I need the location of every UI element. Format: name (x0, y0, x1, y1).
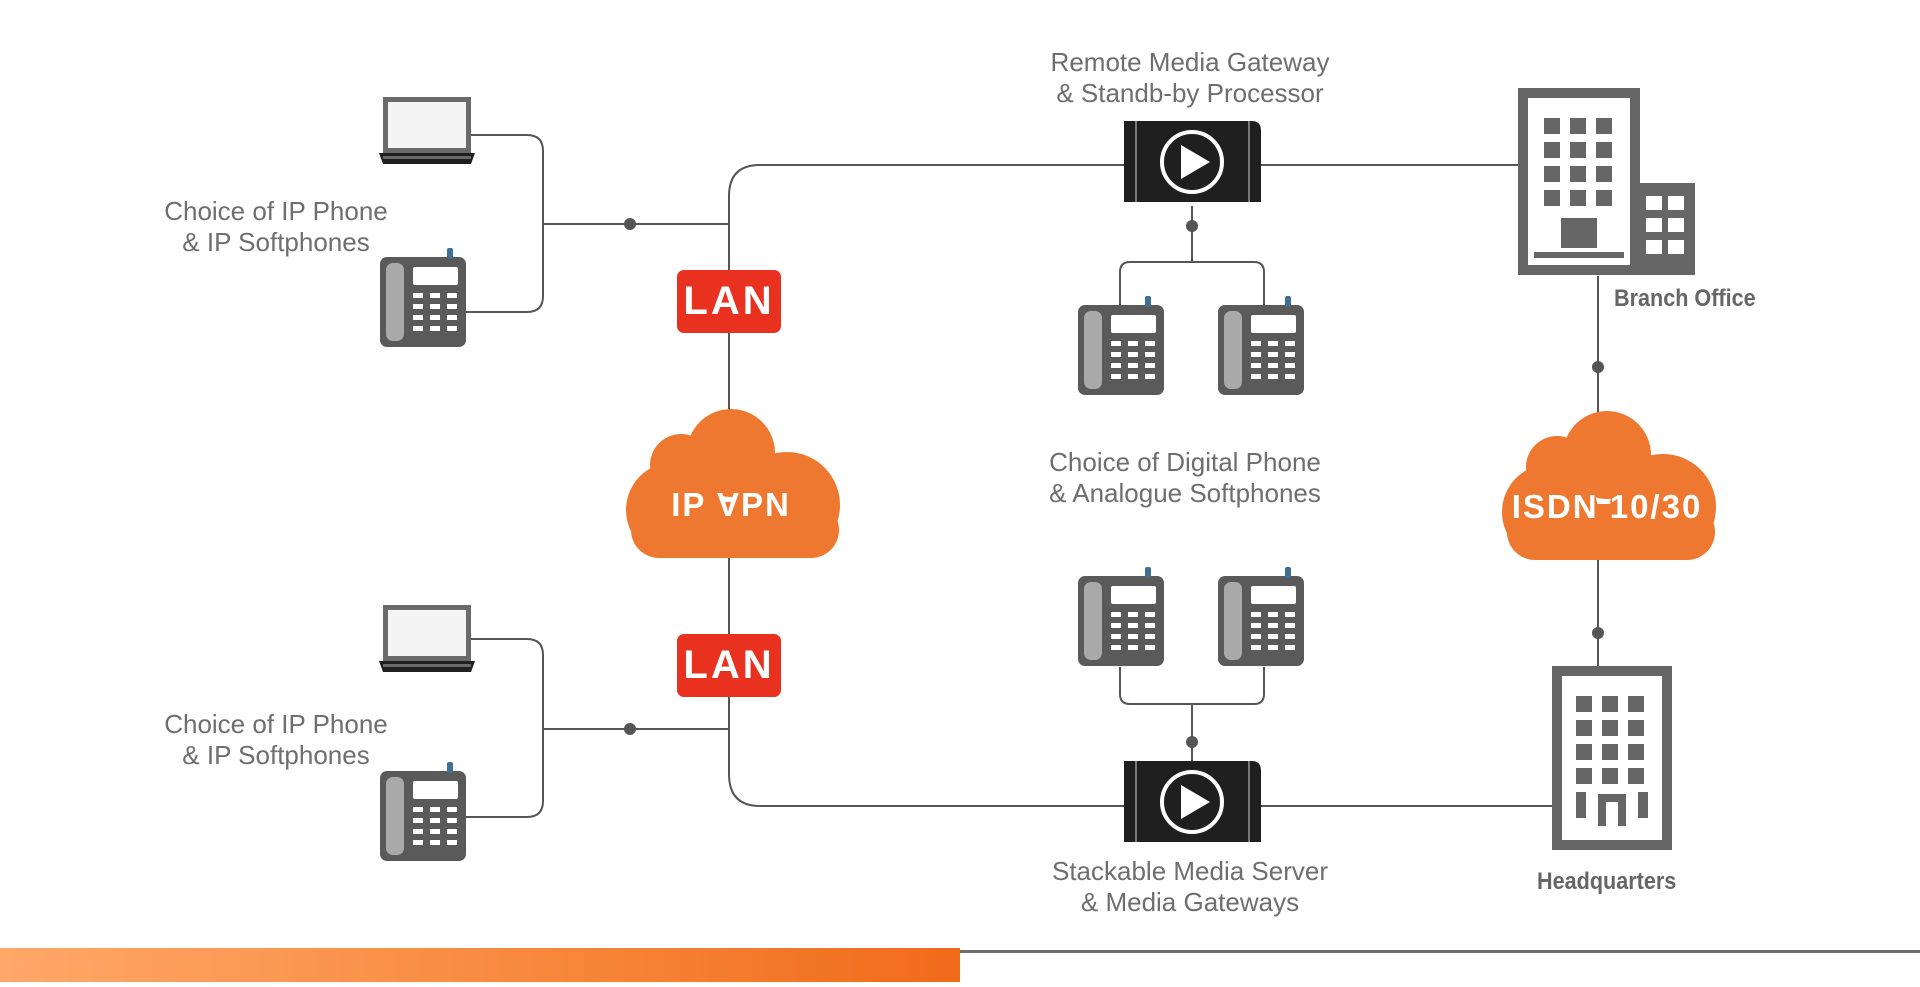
laptop-icon (379, 605, 475, 672)
label-line: & Media Gateways (1080, 887, 1300, 917)
ip-vpn-label: IP VPN (671, 486, 791, 523)
cloud-icon (626, 409, 840, 558)
remote-gateway-label: Remote Media Gateway & Standb-by Process… (1040, 47, 1340, 109)
label-line: & Standb-by Processor (1056, 78, 1324, 108)
media-server-label: Stackable Media Server & Media Gateways (1040, 856, 1340, 918)
label-line: Choice of IP Phone (164, 709, 388, 739)
digital-phone-label: Choice of Digital Phone & Analogue Softp… (1035, 447, 1335, 509)
label-line: Remote Media Gateway (1050, 47, 1330, 77)
isdn-label: ISDN 10/30 (1511, 488, 1703, 525)
cloud-icon (1502, 411, 1716, 560)
ip-phone-icon (380, 762, 466, 861)
connection-lines (466, 134, 1599, 818)
media-gateway-icon (1122, 119, 1263, 204)
digital-phone-icon (1078, 296, 1164, 395)
building-icon (1518, 88, 1695, 275)
label-line: Choice of Digital Phone (1049, 447, 1321, 477)
headquarters-label: Headquarters (1537, 868, 1677, 895)
lan-badge: LAN (677, 634, 781, 697)
laptop-icon (379, 97, 475, 164)
footer-rule (960, 950, 1920, 953)
label-line: & IP Softphones (182, 227, 370, 257)
footer-accent-bar (0, 948, 960, 982)
ip-phone-label-bottom: Choice of IP Phone & IP Softphones (150, 709, 402, 771)
digital-phone-icon (1218, 567, 1304, 666)
digital-phone-icon (1218, 296, 1304, 395)
ip-phone-label-top: Choice of IP Phone & IP Softphones (150, 196, 402, 258)
lan-badge: LAN (677, 270, 781, 333)
label-line: Stackable Media Server (1051, 856, 1329, 886)
media-gateway-icon (1122, 759, 1263, 844)
junction-dots (624, 218, 1604, 748)
ip-phone-icon (380, 248, 466, 347)
label-line: & Analogue Softphones (1049, 478, 1321, 508)
label-line: Choice of IP Phone (164, 196, 388, 226)
label-line: & IP Softphones (182, 740, 370, 770)
branch-office-label: Branch Office (1614, 285, 1756, 312)
digital-phone-icon (1078, 567, 1164, 666)
building-icon (1552, 666, 1672, 850)
